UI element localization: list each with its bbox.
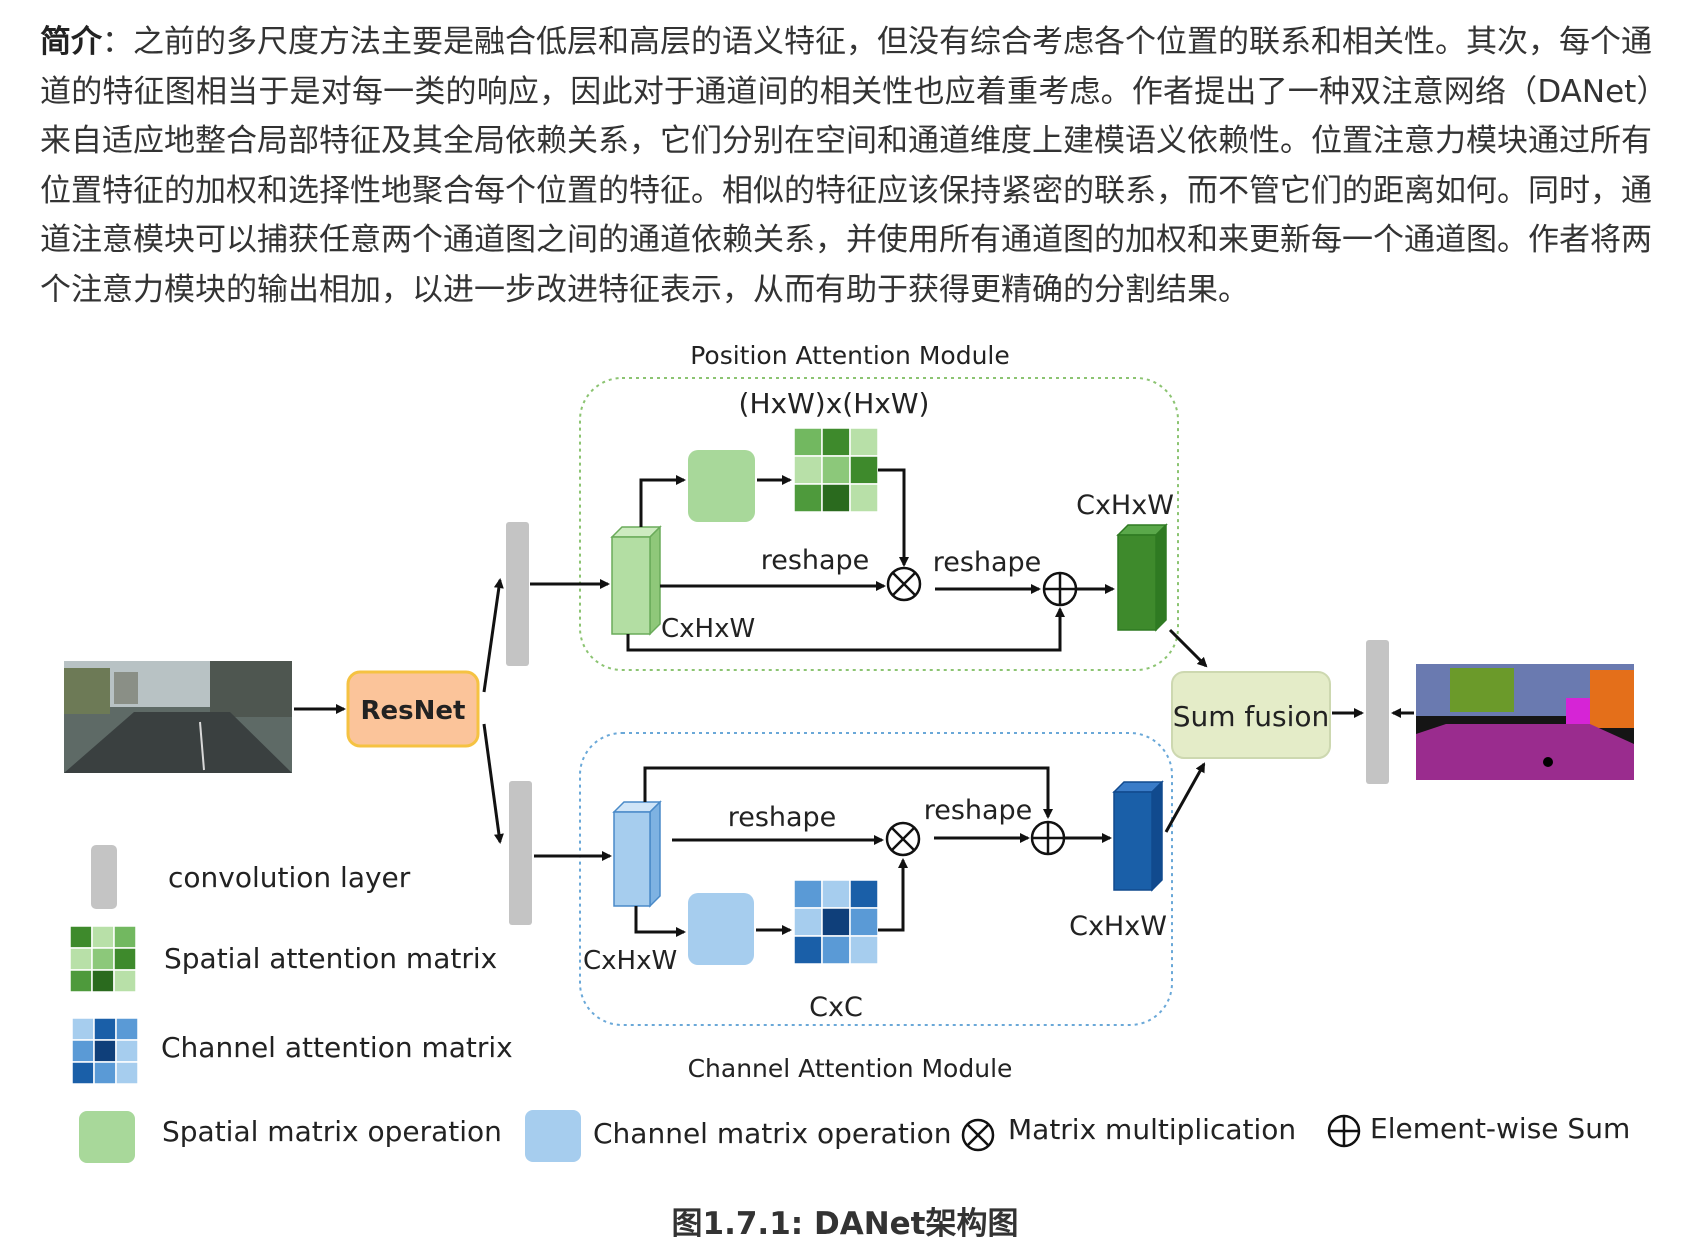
arrow-ch-skip [643,766,1053,819]
ch-input-dim: CxHxW [583,946,677,976]
intro-lead: 简介 [40,24,102,60]
legend-channel-op-icon [525,1110,581,1162]
arrow-ch-to-fusion [1164,762,1206,833]
ch-channel-matrix [793,879,879,965]
legend-spatial-matrix-icon [69,925,137,993]
intro-text: ：之前的多尺度方法主要是融合低层和高层的语义特征，但没有综合考虑各个位置的联系和… [40,24,1652,308]
pos-matrix-label: (HxW)x(HxW) [739,387,930,420]
ch-reshape-label-2: reshape [924,795,1033,826]
pos-matmul-icon [886,566,922,602]
ch-input-feature [612,800,662,908]
ch-matrix-label: CxC [809,992,863,1023]
position-module-title: Position Attention Module [690,341,1010,370]
arrow-resnet-bottom [482,723,504,844]
pos-reshape-label-2: reshape [933,547,1042,578]
legend-sum-label: Element-wise Sum [1370,1112,1630,1145]
legend-channel-matrix-label: Channel attention matrix [161,1031,513,1064]
arrow-resnet-top [482,578,504,693]
sum-fusion-label: Sum fusion [1173,700,1330,733]
legend-matmul-icon [961,1118,995,1152]
arrow-ch-matrix-to-mult [878,858,908,932]
sum-fusion-block [1171,671,1331,759]
arrow-pos-to-fusion [1168,628,1208,668]
legend-spatial-op-label: Spatial matrix operation [162,1115,502,1148]
legend-spatial-op-icon [79,1111,135,1163]
legend-channel-op-label: Channel matrix operation [593,1117,951,1150]
ch-output-dim: CxHxW [1069,911,1167,942]
pos-sum-icon [1042,571,1078,607]
input-image [64,661,292,773]
ch-output-feature [1112,780,1164,892]
conv-layer-top [506,522,529,666]
pos-spatial-matrix [793,427,879,513]
conv-layer-bottom [509,781,532,925]
arrow-pos-to-op [639,475,686,527]
ch-channel-op [688,893,754,965]
pos-spatial-op [688,450,755,522]
intro-paragraph: 简介：之前的多尺度方法主要是融合低层和高层的语义特征，但没有综合考虑各个位置的联… [40,18,1652,315]
ch-reshape-label-1: reshape [728,802,837,833]
arrow-matrix-to-mult [878,468,909,567]
legend-matmul-label: Matrix multiplication [1008,1113,1296,1146]
legend-spatial-matrix-label: Spatial attention matrix [164,942,497,975]
legend-conv-label: convolution layer [168,861,411,894]
channel-module-box [579,732,1173,1026]
legend-sum-icon [1327,1114,1361,1148]
pos-input-feature [610,525,662,636]
conv-layer-fusion [1366,640,1389,784]
channel-module-title: Channel Attention Module [688,1054,1013,1083]
legend-conv-icon [91,845,117,909]
resnet-label: ResNet [361,696,466,726]
ch-matmul-icon [885,821,921,857]
arrow-pos-skip [626,607,1065,652]
pos-output-dim: CxHxW [1076,490,1174,521]
output-segmentation [1416,664,1634,780]
ch-sum-icon [1030,820,1066,856]
pos-output-feature [1116,523,1168,632]
legend-channel-matrix-icon [71,1017,139,1085]
figure-caption: 图1.7.1: DANet架构图 [671,1206,1019,1242]
resnet-block [346,670,480,748]
pos-input-dim: CxHxW [661,614,755,644]
pos-reshape-label-1: reshape [761,545,870,576]
arrow-ch-to-op [634,906,686,937]
